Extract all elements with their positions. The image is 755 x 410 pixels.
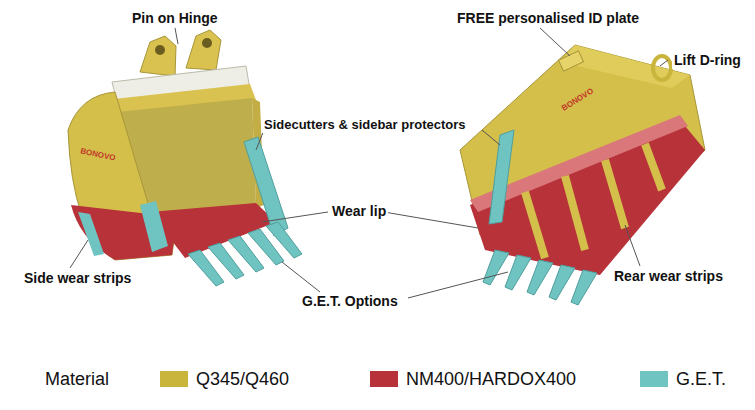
part-label: Wear lip [330, 203, 388, 220]
legend-text: G.E.T. [676, 368, 726, 390]
part-label: Lift D-ring [672, 52, 743, 69]
legend-swatch [370, 371, 398, 387]
legend-swatch [640, 371, 668, 387]
part-label: Side wear strips [22, 270, 133, 287]
part-label: FREE personalised ID plate [455, 10, 641, 27]
legend-swatch [160, 371, 188, 387]
legend-text: Q345/Q460 [196, 368, 289, 390]
legend-heading: Material [45, 368, 109, 390]
part-label: G.E.T. Options [300, 293, 400, 310]
legend-text: NM400/HARDOX400 [406, 368, 576, 390]
part-label: Rear wear strips [612, 268, 725, 285]
part-label: Pin on Hinge [130, 10, 220, 27]
part-label: Sidecutters & sidebar protectors [262, 116, 468, 133]
